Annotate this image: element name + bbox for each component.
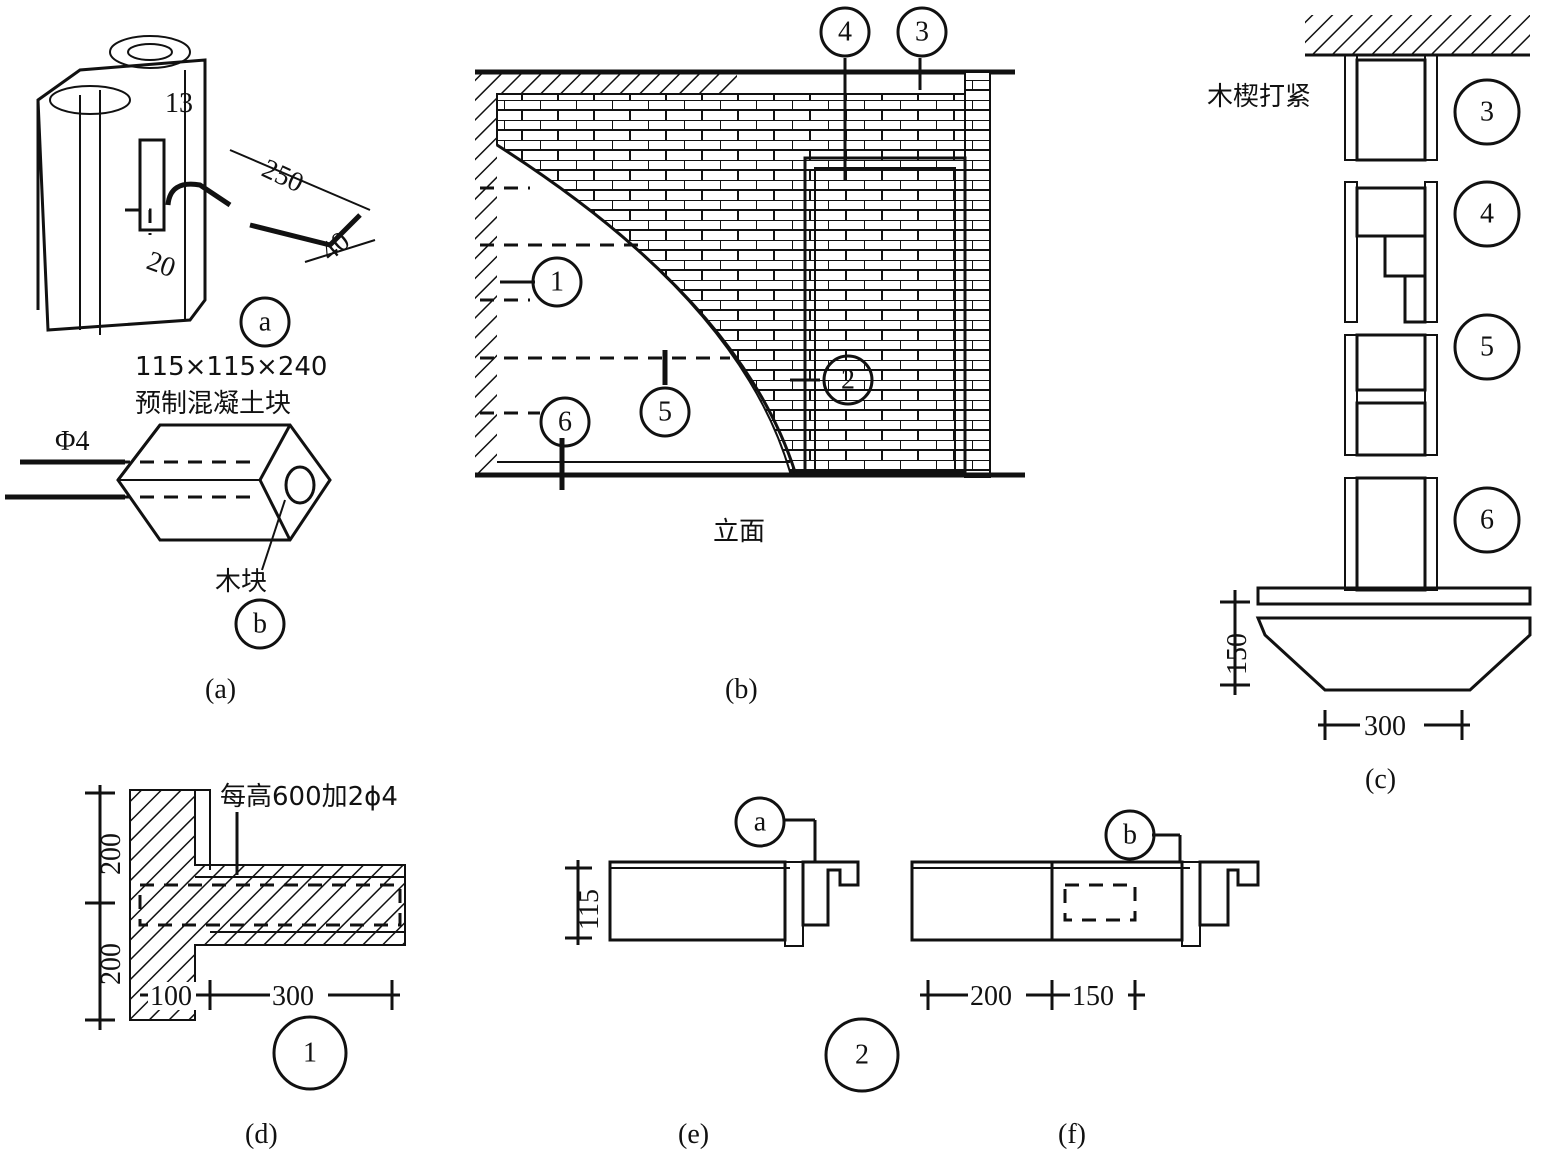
detail-3-wall (1355, 58, 1427, 162)
svg-text:b: b (1123, 820, 1137, 851)
caption-d: (d) (245, 1119, 278, 1150)
svg-text:5: 5 (658, 397, 672, 428)
wall-section-f (910, 860, 1054, 942)
top-hatch (497, 74, 737, 94)
marker-section-2: 2 (824, 1017, 900, 1093)
dim-line-40 (304, 239, 376, 263)
panel-d: 每高600加2ϕ4 200 200 100 300 1 (d) (85, 782, 406, 1150)
caption-e: (e) (678, 1119, 709, 1150)
svg-text:b: b (253, 609, 267, 640)
marker-b: b (234, 598, 286, 650)
caption-f: (f) (1058, 1119, 1086, 1150)
marker-b-5: 5 (639, 386, 691, 438)
panel-e: a 115 (e) (565, 796, 860, 1150)
elevation-label: 立面 (713, 517, 765, 547)
svg-text:3: 3 (1480, 97, 1494, 128)
detail-5-lower (1355, 401, 1427, 457)
caption-c: (c) (1365, 764, 1396, 795)
dim-150-f: 150 (1072, 981, 1114, 1012)
svg-text:1: 1 (303, 1038, 317, 1069)
rod-label: Φ4 (55, 426, 89, 457)
wedge-label: 木楔打紧 (1207, 82, 1311, 112)
dim-150: 150 (1222, 633, 1253, 675)
svg-text:3: 3 (915, 17, 929, 48)
detail-4-lintel (1355, 186, 1427, 238)
dim-200-lower: 200 (96, 943, 127, 985)
svg-text:5: 5 (1480, 332, 1494, 363)
isometric-column (36, 35, 232, 335)
marker-c-3: 3 (1453, 78, 1521, 146)
caption-a: (a) (205, 674, 236, 705)
panel-b: 1 2 3 4 5 6 立面 (b) (475, 6, 1025, 705)
precast-block (5, 423, 332, 542)
svg-text:6: 6 (558, 407, 572, 438)
detail-5-upper (1355, 333, 1427, 392)
marker-c-5: 5 (1453, 313, 1521, 381)
dim-115: 115 (574, 889, 605, 930)
block-name-label: 预制混凝土块 (135, 389, 291, 419)
marker-c-6: 6 (1453, 486, 1521, 554)
cutaway-curve (496, 143, 797, 473)
dim-200-f: 200 (970, 981, 1012, 1012)
right-wall (964, 71, 991, 478)
marker-b-1: 1 (531, 256, 583, 308)
panel-c: 木楔打紧 3 4 5 6 150 300 (c) (1207, 15, 1532, 795)
dim-40: 40 (315, 226, 356, 268)
detail-6-wall (1355, 476, 1427, 592)
wall-section-e (608, 860, 787, 942)
panel-f: b 200 150 (f) (910, 809, 1260, 1150)
door-frame (814, 167, 956, 473)
block-section-f (1050, 860, 1184, 942)
panel-a: 13 250 20 40 a 115×115×240 预制混凝土块 Φ4 木块 (5, 35, 376, 705)
svg-text:2: 2 (855, 1040, 869, 1071)
svg-text:2: 2 (841, 365, 855, 396)
floor-slab (1256, 586, 1532, 606)
svg-text:4: 4 (838, 17, 852, 48)
dim-line-250 (229, 149, 371, 211)
block-size-label: 115×115×240 (135, 352, 327, 382)
marker-e-a: a (734, 796, 786, 848)
dim-300-d: 300 (272, 981, 314, 1012)
svg-text:1: 1 (550, 267, 564, 298)
anchor-bar (249, 213, 362, 248)
marker-b-6: 6 (539, 396, 591, 448)
marker-c-4: 4 (1453, 180, 1521, 248)
svg-text:a: a (259, 307, 272, 338)
dim-200-upper: 200 (96, 833, 127, 875)
wood-leader (261, 499, 286, 571)
marker-d-1: 1 (272, 1015, 348, 1091)
dim-100: 100 (150, 981, 192, 1012)
door-frame-f (1198, 860, 1260, 927)
marker-b-4: 4 (819, 6, 871, 58)
dim-13: 13 (165, 88, 193, 119)
wood-block-label: 木块 (215, 567, 267, 597)
caption-b: (b) (725, 674, 758, 705)
footing (1255, 616, 1532, 692)
marker-b-2: 2 (822, 354, 874, 406)
left-wall-hatch (475, 72, 497, 477)
svg-text:4: 4 (1480, 199, 1494, 230)
dim-250: 250 (257, 153, 308, 199)
svg-text:a: a (754, 807, 767, 838)
rebar-note: 每高600加2ϕ4 (220, 782, 398, 812)
marker-b-3: 3 (896, 6, 948, 58)
ceiling-hatch (1305, 15, 1530, 55)
dim-20: 20 (143, 245, 180, 284)
dim-300-c: 300 (1364, 711, 1406, 742)
marker-f-b: b (1104, 809, 1156, 861)
svg-text:6: 6 (1480, 505, 1494, 536)
door-frame-e (801, 860, 860, 927)
marker-a: a (239, 296, 291, 348)
